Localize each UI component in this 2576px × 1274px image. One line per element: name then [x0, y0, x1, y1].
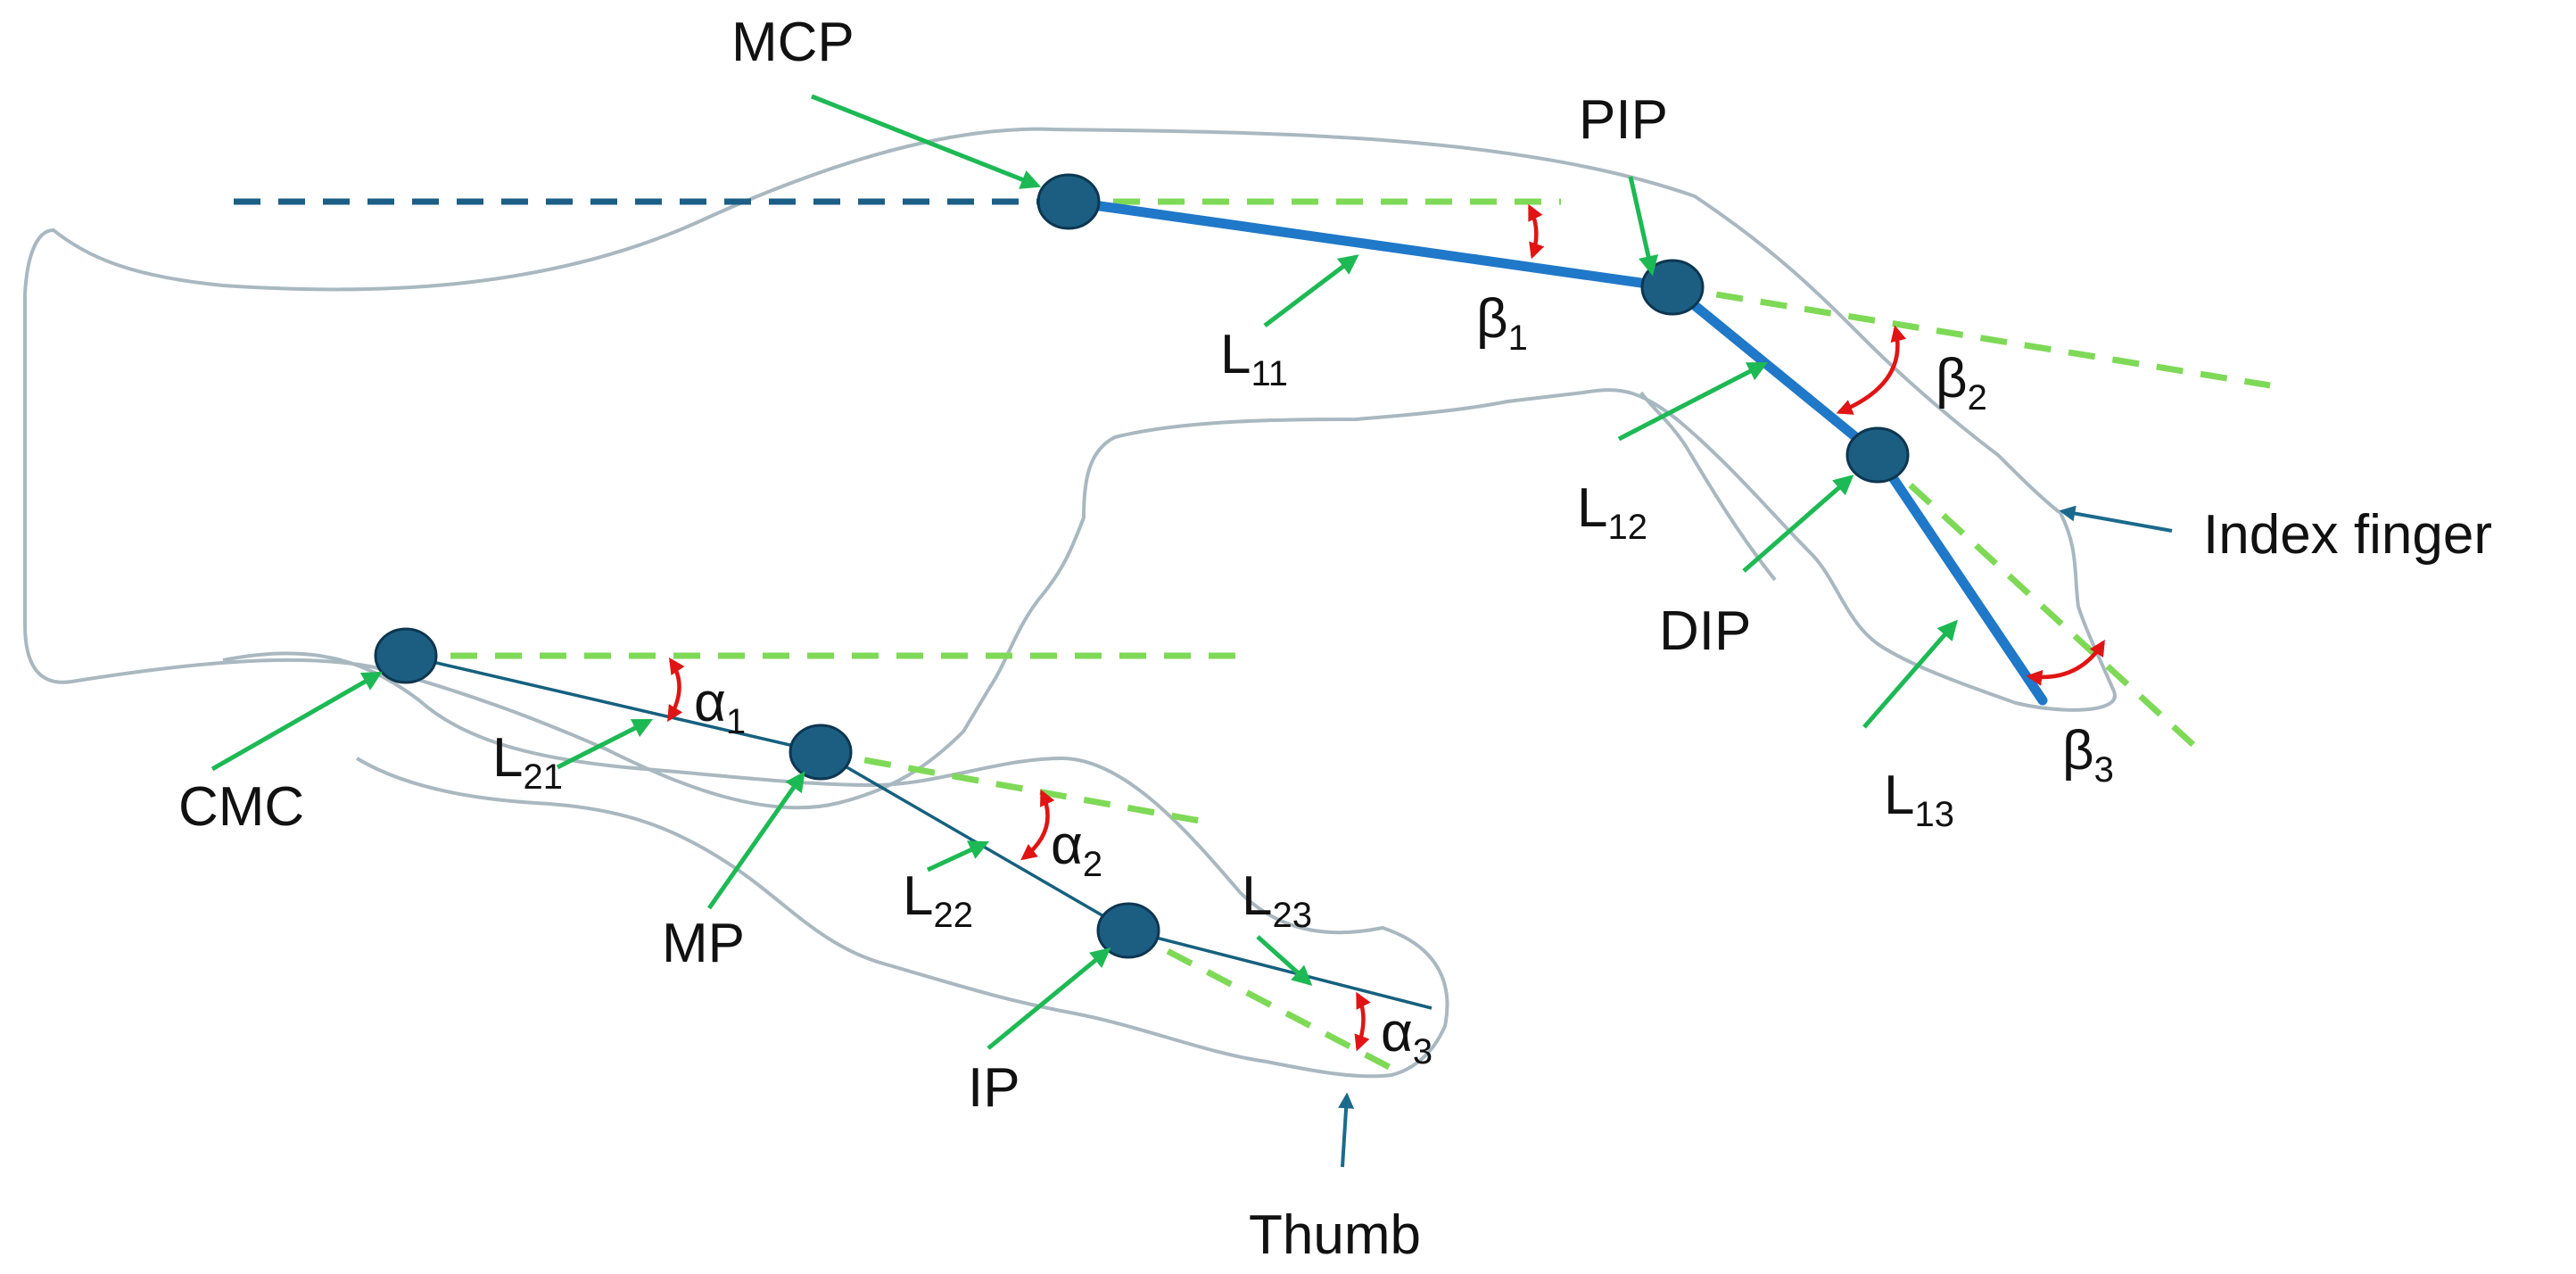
cmc-joint — [374, 627, 438, 684]
alpha1-arc — [667, 658, 685, 723]
segment-l23 — [1127, 929, 1432, 1010]
beta1-arc — [1527, 203, 1545, 260]
thumb-callout-arrow — [1338, 1092, 1355, 1168]
ip-joint — [1096, 902, 1160, 959]
ip-reference-dash — [1127, 927, 1398, 1074]
beta1-label: β1 — [1476, 288, 1528, 358]
dip-joint — [1845, 426, 1910, 484]
hand-outline — [23, 127, 2117, 810]
dip-leader-arrow — [1742, 475, 1854, 573]
l21-label: L21 — [492, 727, 563, 797]
l22-label: L22 — [903, 865, 973, 935]
l12-leader-arrow — [1617, 361, 1769, 442]
mcp-label: MCP — [731, 12, 855, 73]
segment-l11 — [1063, 196, 1678, 293]
l11-label: L11 — [1220, 324, 1288, 393]
pip-reference-dash — [1672, 284, 2271, 389]
mcp-leader-arrow — [811, 94, 1042, 189]
mp-leader-arrow — [706, 771, 805, 910]
l23-leader-arrow — [1256, 935, 1313, 987]
alpha3-arc — [1354, 991, 1371, 1052]
ip-leader-arrow — [987, 947, 1111, 1050]
mp-reference-dash — [820, 749, 1201, 824]
alpha2-arc — [1020, 789, 1055, 861]
l11-leader-arrow — [1263, 254, 1359, 327]
l13-leader-arrow — [1862, 619, 1958, 729]
dip-reference-dash — [1875, 452, 2206, 757]
l23-label: L23 — [1242, 865, 1312, 935]
mp-joint — [788, 724, 853, 781]
segment-l13 — [1872, 450, 2048, 706]
alpha1-label: α1 — [694, 672, 746, 741]
alpha3-label: α3 — [1381, 1002, 1432, 1071]
cmc-label: CMC — [178, 776, 304, 838]
alpha2-label: α2 — [1051, 815, 1102, 884]
dip-label: DIP — [1659, 600, 1751, 662]
beta2-label: β2 — [1936, 348, 1987, 418]
l22-leader-arrow — [926, 840, 990, 873]
segment-l12 — [1667, 282, 1883, 460]
beta2-arc — [1836, 325, 1907, 415]
beta3-arc — [2026, 639, 2105, 686]
thumb-label: Thumb — [1249, 1204, 1421, 1266]
l21-leader-arrow — [556, 718, 654, 770]
pip-label: PIP — [1579, 89, 1668, 151]
mcp-joint — [1036, 173, 1101, 230]
index-finger-label: Index finger — [2203, 504, 2492, 566]
cmc-leader-arrow — [211, 671, 383, 772]
thumb-outline — [222, 651, 1449, 1079]
index-finger-callout-arrow — [2059, 505, 2173, 533]
l13-label: L13 — [1884, 765, 1954, 834]
l12-label: L12 — [1577, 477, 1647, 547]
mp-label: MP — [662, 913, 745, 974]
segment-l21 — [405, 654, 822, 754]
web-space-outline — [1639, 391, 1777, 582]
ip-label: IP — [968, 1057, 1020, 1119]
beta3-label: β3 — [2062, 720, 2114, 790]
pip-leader-arrow — [1628, 176, 1659, 277]
